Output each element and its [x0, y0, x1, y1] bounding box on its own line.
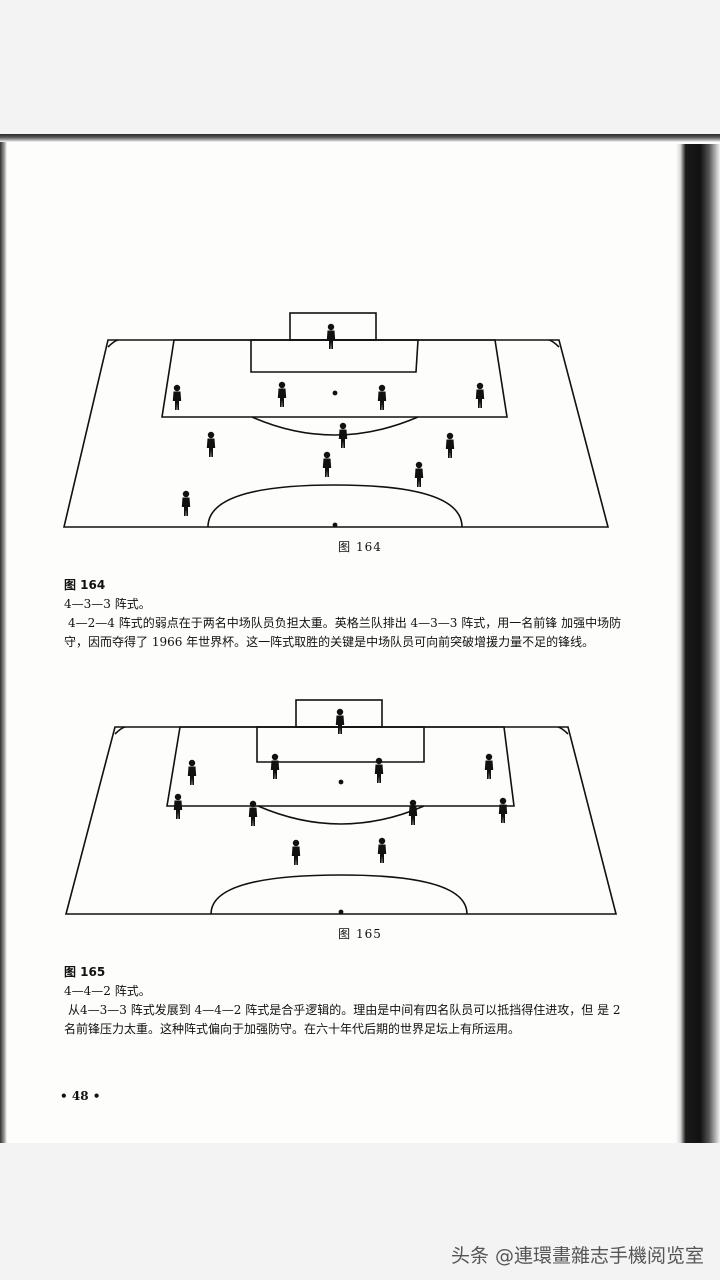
player-midfielder: [206, 431, 216, 457]
figure-description-164: 图 164 4—3—3 阵式。 4—2—4 阵式的弱点在于两名中场队员负担太重。…: [64, 576, 644, 652]
formation-title-164: 4—3—3 阵式。: [64, 597, 151, 611]
figure-description-165: 图 165 4—4—2 阵式。 从4—3—3 阵式发展到 4—4—2 阵式是合乎…: [64, 963, 644, 1039]
player-midfielder: [248, 800, 258, 826]
pitch-diagram-164: [62, 312, 610, 528]
player-midfielder: [173, 793, 183, 819]
player-defender: [374, 757, 384, 783]
page-number: • 48 •: [60, 1089, 101, 1103]
player-forward: [322, 451, 332, 477]
players-165: [173, 708, 508, 865]
body-line-165-1: 从4—3—3 阵式发展到 4—4—2 阵式是合乎逻辑的。理由是中间有四名队员可以…: [68, 1003, 621, 1017]
bottom-background: [0, 1143, 720, 1280]
watermark-text: 头条 @連環畫雜志手機阅览室: [450, 1245, 704, 1267]
player-midfielder: [445, 432, 455, 458]
body-line-164-2: 守，因而夺得了 1966 年世界杯。这一阵式取胜的关键是中场队员可向前突破增援力…: [64, 635, 595, 649]
body-line-165-2: 名前锋压力太重。这种阵式偏向于加强防守。在六十年代后期的世界足坛上有所运用。: [64, 1022, 521, 1036]
figure-heading-165: 图 165: [64, 965, 106, 979]
player-forward: [414, 461, 424, 487]
formation-title-165: 4—4—2 阵式。: [64, 984, 151, 998]
player-forward: [181, 490, 191, 516]
figure-caption-164: 图 164: [338, 540, 382, 554]
page-top-edge: [0, 134, 720, 142]
player-goalkeeper: [335, 708, 345, 734]
top-background: [0, 0, 720, 134]
player-defender: [172, 384, 182, 410]
player-midfielder: [408, 799, 418, 825]
player-forward: [291, 839, 301, 865]
player-defender: [277, 381, 287, 407]
player-goalkeeper: [326, 323, 336, 349]
player-defender: [187, 759, 197, 785]
player-defender: [377, 384, 387, 410]
player-midfielder: [498, 797, 508, 823]
player-forward: [377, 837, 387, 863]
page-left-edge: [0, 142, 7, 1143]
player-defender: [475, 382, 485, 408]
pitch-diagram-165: [64, 699, 618, 915]
player-midfielder: [338, 422, 348, 448]
body-line-164-1: 4—2—4 阵式的弱点在于两名中场队员负担太重。英格兰队排出 4—3—3 阵式，…: [68, 616, 622, 630]
page-binding-shadow: [676, 144, 720, 1143]
figure-heading-164: 图 164: [64, 578, 106, 592]
figure-caption-165: 图 165: [338, 927, 382, 941]
scanned-book-page: [0, 134, 720, 1143]
player-defender: [270, 753, 280, 779]
players-164: [172, 323, 485, 516]
player-defender: [484, 753, 494, 779]
